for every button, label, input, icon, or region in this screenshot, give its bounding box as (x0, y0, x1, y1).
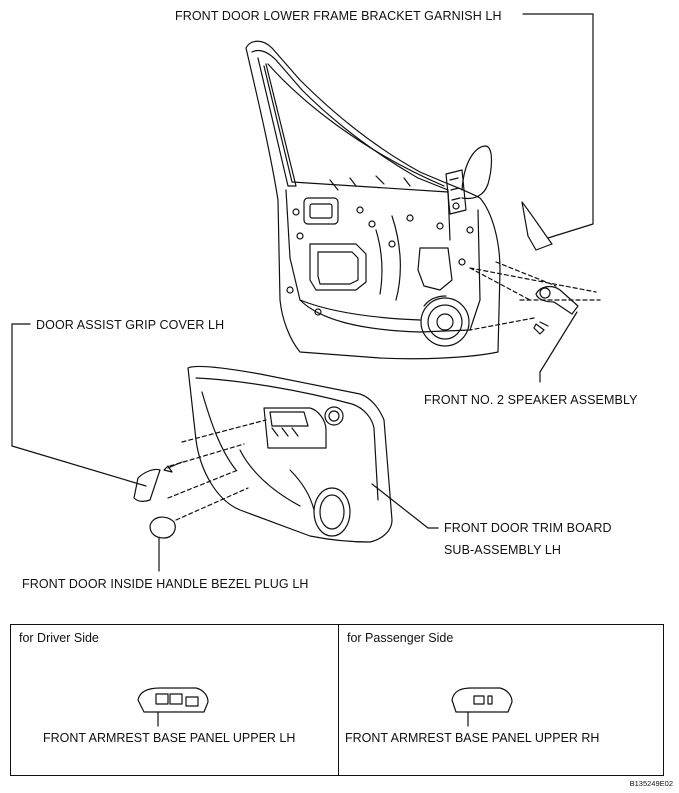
door-assist-grip-cover (133, 468, 161, 502)
label-handle-bezel-plug: FRONT DOOR INSIDE HANDLE BEZEL PLUG LH (22, 577, 309, 591)
caption-armrest-panel-driver: FRONT ARMREST BASE PANEL UPPER LH (43, 731, 296, 745)
label-front-no2-speaker: FRONT NO. 2 SPEAKER ASSEMBLY (424, 393, 638, 407)
label-door-assist-grip-cover: DOOR ASSIST GRIP COVER LH (36, 318, 225, 332)
title-passenger-side: for Passenger Side (347, 631, 454, 645)
label-trim-board-line1: FRONT DOOR TRIM BOARD (444, 521, 612, 535)
armrest-panel-driver-drawing (137, 687, 209, 727)
leader-assist-grip-cover (11, 323, 147, 487)
caption-armrest-panel-passenger: FRONT ARMREST BASE PANEL UPPER RH (345, 731, 600, 745)
figure-code: B135249E02 (629, 779, 673, 788)
front-door-trim-board (187, 365, 393, 543)
leader-lower-frame-garnish (522, 13, 594, 239)
label-trim-board-line2: SUB-ASSEMBLY LH (444, 543, 562, 557)
trim-board-guide-dashes (167, 419, 267, 521)
front-no2-speaker (533, 285, 579, 335)
front-door-inside-handle-bezel-plug (149, 516, 176, 539)
label-lower-frame-bracket-garnish: FRONT DOOR LOWER FRAME BRACKET GARNISH L… (175, 9, 502, 23)
leader-speaker (539, 311, 578, 383)
table-divider (338, 625, 340, 775)
speaker-assembly-guide-dashes (469, 261, 601, 331)
leader-trim-board (371, 483, 439, 529)
armrest-panel-passenger-drawing (451, 687, 513, 727)
title-driver-side: for Driver Side (19, 631, 99, 645)
screw-assist-grip (163, 461, 183, 473)
side-variants-table: for Driver Side for Passenger Side FRONT… (10, 624, 664, 776)
front-door-panel (245, 40, 501, 360)
lower-frame-bracket-garnish (521, 201, 553, 251)
